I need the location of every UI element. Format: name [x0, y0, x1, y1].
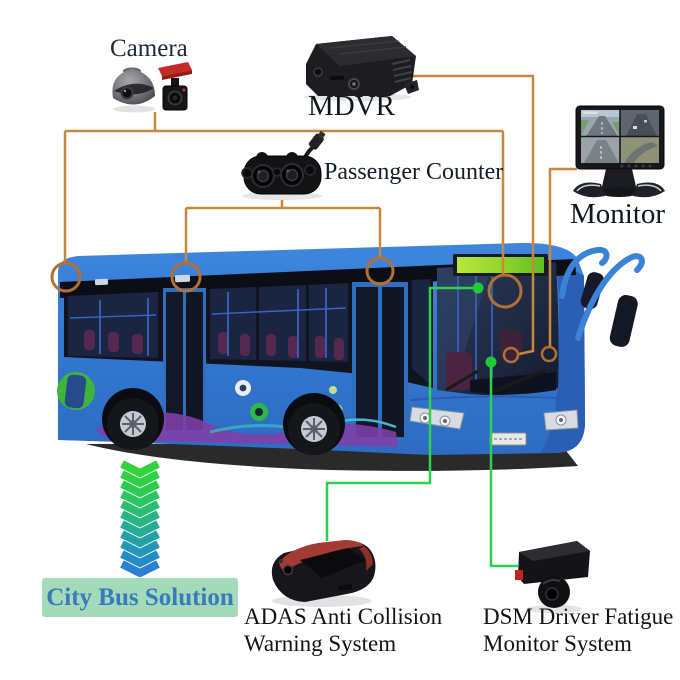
passenger-counter-device-image: [241, 131, 326, 200]
monitor-device-image: [573, 105, 665, 198]
bus-wipers: [445, 368, 547, 394]
bus-mirrors: [559, 246, 645, 347]
dsm-connector: [489, 362, 518, 568]
down-arrow-chevrons: [120, 460, 160, 578]
dsm-label: DSM Driver Fatigue Monitor System: [483, 603, 673, 657]
mdvr-connector: [410, 74, 535, 356]
bus-wheels: [102, 388, 345, 455]
orange-connector-lines: [63, 74, 577, 356]
monitor-connector: [548, 167, 577, 346]
adas-label: ADAS Anti Collision Warning System: [244, 603, 442, 657]
monitor-quad-screen: [581, 110, 659, 163]
dsm-mount-dot: [485, 356, 497, 368]
camera-connector: [63, 112, 505, 274]
adas-label-line2: Warning System: [244, 631, 397, 656]
dsm-label-line1: DSM Driver Fatigue: [483, 604, 674, 629]
bus-windshield: [437, 262, 559, 396]
mdvr-device-image: [304, 36, 419, 101]
adas-connector: [325, 286, 478, 541]
passenger-counter-label: Passenger Counter: [324, 159, 504, 185]
camera-device-image: [112, 62, 192, 113]
green-connector-lines: [325, 282, 518, 568]
bus-illustration: [57, 242, 645, 455]
city-bus-solution-banner: City Bus Solution: [42, 578, 238, 617]
roof-camera-housing: [174, 274, 191, 283]
dsm-device-image: [515, 541, 590, 613]
mdvr-label: MDVR: [308, 90, 396, 122]
adas-device-image: [271, 540, 376, 607]
monitor-label: Monitor: [570, 198, 666, 230]
camera-position-markers: [50, 256, 558, 364]
camera-label: Camera: [110, 35, 188, 62]
bus-front-door: [352, 282, 408, 444]
bus-rear-door: [163, 288, 206, 436]
passenger-counter-connector: [184, 196, 382, 262]
roof-marker: [94, 278, 109, 286]
bus-destination-sign: [453, 254, 548, 276]
adas-label-line1: ADAS Anti Collision: [244, 604, 443, 629]
bus-interior-seats: [69, 288, 347, 360]
bus-front-details: [409, 395, 581, 446]
adas-mount-dot: [472, 282, 484, 294]
dsm-label-line2: Monitor System: [483, 631, 632, 656]
